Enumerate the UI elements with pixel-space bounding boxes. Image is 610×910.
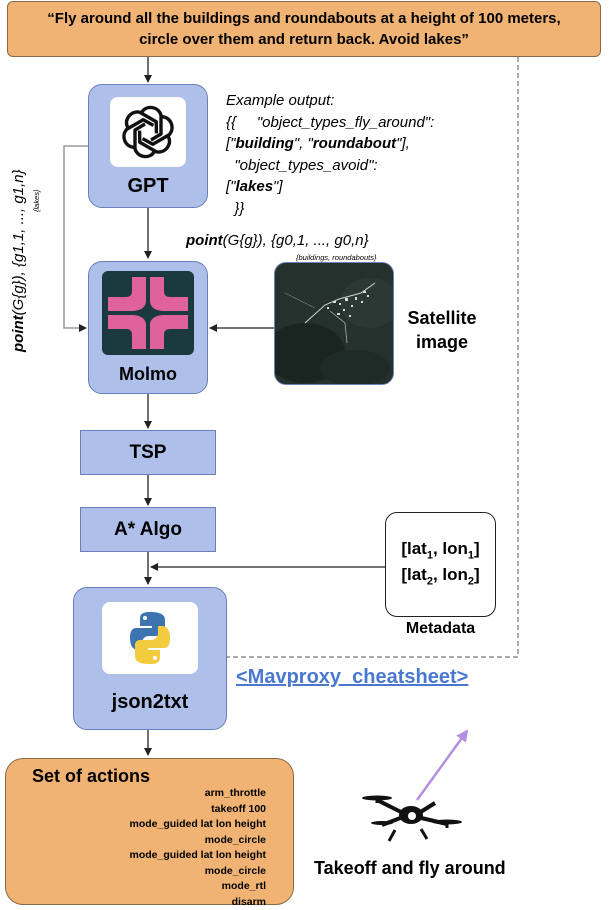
example-output: Example output: {{ "object_types_fly_aro…	[226, 90, 516, 219]
openai-logo-icon	[110, 97, 186, 167]
example-line3: "object_types_avoid":	[226, 155, 516, 177]
point-label-avoid: point(G{g}), {g1,1, ..., g1,n}	[10, 169, 27, 352]
molmo-node: Molmo	[88, 261, 208, 394]
example-line1: {{ "object_types_fly_around":	[226, 112, 516, 134]
json2txt-node: json2txt	[73, 587, 227, 730]
metadata-line2: [lat2, lon2]	[386, 565, 495, 587]
astar-node: A* Algo	[80, 507, 216, 552]
molmo-label: Molmo	[89, 364, 207, 385]
drone-icon	[362, 796, 462, 842]
python-logo-icon	[102, 602, 198, 674]
tsp-label: TSP	[130, 442, 167, 464]
action-item: mode_circle	[130, 864, 267, 880]
example-line2: ["building", "roundabout"],	[226, 133, 516, 155]
json2txt-label: json2txt	[74, 691, 226, 714]
example-line4: ["lakes"]	[226, 176, 516, 198]
metadata-line1: [lat1, lon1]	[386, 539, 495, 561]
satellite-image	[274, 262, 394, 385]
metadata-label: Metadata	[385, 620, 496, 638]
action-item: mode_circle	[130, 833, 267, 849]
example-title: Example output:	[226, 90, 516, 112]
action-item: mode_guided lat lon height	[130, 848, 267, 864]
point-label-targets-sub: {buildings, roundabouts}	[296, 253, 376, 262]
actions-list: arm_throttle takeoff 100 mode_guided lat…	[130, 786, 267, 910]
prompt-box: “Fly around all the buildings and rounda…	[7, 1, 601, 57]
action-item: mode_rtl	[130, 879, 267, 895]
example-line5: }}	[226, 198, 516, 220]
action-item: mode_guided lat lon height	[130, 817, 267, 833]
molmo-logo-icon	[102, 271, 194, 355]
gpt-node: GPT	[88, 84, 208, 208]
mavproxy-cheatsheet-link[interactable]: <Mavproxy_cheatsheet>	[236, 666, 468, 689]
prompt-text: “Fly around all the buildings and rounda…	[28, 8, 580, 50]
action-item: takeoff 100	[130, 802, 267, 818]
drone-graphic	[355, 725, 475, 850]
astar-label: A* Algo	[114, 519, 182, 541]
gpt-label: GPT	[89, 175, 207, 198]
drone-caption: Takeoff and fly around	[314, 858, 506, 879]
actions-box: Set of actions arm_throttle takeoff 100 …	[5, 758, 294, 905]
point-label-targets: point(G{g}), {g0,1, ..., g0,n}	[186, 232, 369, 249]
metadata-box: [lat1, lon1] [lat2, lon2]	[385, 512, 496, 617]
point-label-avoid-sub: {lakes}	[32, 189, 41, 212]
arrow-gpt-loop-molmo	[64, 146, 88, 328]
actions-title: Set of actions	[32, 766, 150, 787]
action-item: arm_throttle	[130, 786, 267, 802]
flight-direction-arrow	[417, 731, 467, 800]
tsp-node: TSP	[80, 430, 216, 475]
satellite-label: Satellite image	[398, 306, 486, 354]
